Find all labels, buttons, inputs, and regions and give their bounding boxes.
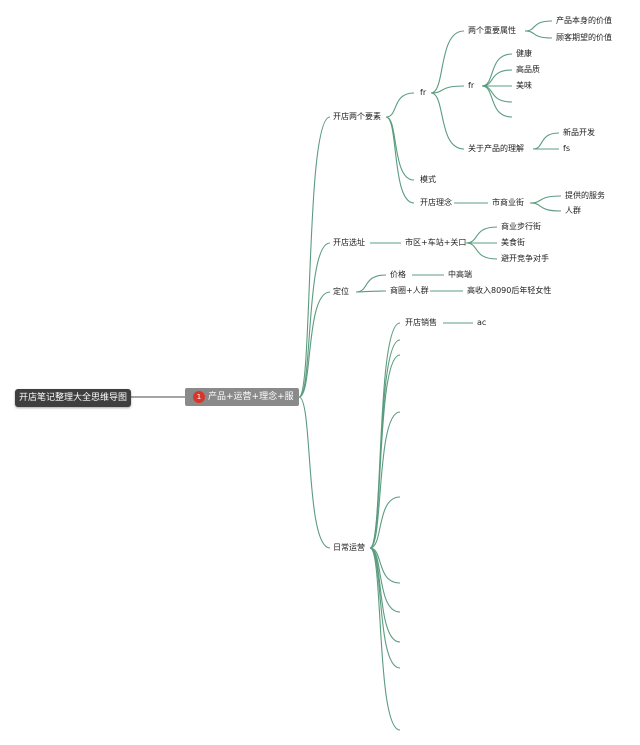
connector-two-attrs bbox=[430, 30, 465, 94]
connector-price bbox=[355, 274, 387, 293]
main-topic-node[interactable]: 1 产品+运营+理念+服务 bbox=[185, 388, 299, 420]
branch-daily-operation[interactable]: 日常运营 bbox=[333, 543, 365, 552]
node-circle-crowd[interactable]: 商圈+人群 bbox=[390, 286, 429, 295]
node-about-product[interactable]: 关于产品的理解 bbox=[468, 144, 524, 153]
priority-badge-icon: 1 bbox=[193, 391, 205, 403]
connector-avoid bbox=[465, 242, 498, 260]
connector-operation-3 bbox=[369, 354, 401, 549]
connector-customer-value bbox=[524, 30, 553, 39]
branch-positioning[interactable]: 定位 bbox=[333, 287, 349, 296]
connector-blank-2 bbox=[481, 85, 513, 118]
node-fs[interactable]: fs bbox=[563, 144, 570, 153]
node-pedestrian-street[interactable]: 商业步行街 bbox=[501, 222, 541, 231]
connector-mode bbox=[385, 116, 415, 181]
connector-service bbox=[529, 195, 562, 204]
connector-about-product bbox=[430, 92, 465, 150]
branch-shop-location[interactable]: 开店选址 bbox=[333, 238, 365, 247]
connector-fr2 bbox=[430, 85, 465, 94]
connector-operation-5 bbox=[369, 496, 401, 549]
connector-operation-10 bbox=[369, 547, 401, 731]
connector-b3 bbox=[298, 291, 331, 398]
root-node[interactable]: 开店笔记整理大全思维导图 bbox=[15, 389, 131, 407]
node-ac[interactable]: ac bbox=[477, 318, 487, 327]
main-topic-label: 产品+运营+理念+服务 bbox=[208, 392, 294, 420]
connector-product-value bbox=[524, 20, 553, 32]
connector-operation-4 bbox=[369, 411, 401, 549]
node-fr-1[interactable]: fr bbox=[420, 88, 427, 97]
node-new-product[interactable]: 新品开发 bbox=[563, 128, 595, 137]
node-location-area[interactable]: 市区+车站+关口 bbox=[405, 238, 467, 247]
node-business-street[interactable]: 市商业街 bbox=[492, 198, 524, 207]
connector-crowd bbox=[529, 202, 562, 212]
connector-philosophy bbox=[385, 116, 415, 204]
root-node-label: 开店笔记整理大全思维导图 bbox=[18, 393, 127, 403]
node-quality[interactable]: 高品质 bbox=[516, 65, 540, 74]
connector-b1 bbox=[298, 116, 331, 398]
connector-circle-crowd bbox=[355, 290, 387, 293]
connector-operation-1 bbox=[369, 322, 401, 549]
node-customer-value[interactable]: 顾客期望的价值 bbox=[556, 33, 612, 42]
connector-fr1 bbox=[385, 92, 415, 118]
node-two-attributes[interactable]: 两个重要属性 bbox=[468, 26, 516, 35]
connector-operation-9 bbox=[369, 547, 401, 669]
node-product-value[interactable]: 产品本身的价值 bbox=[556, 16, 612, 25]
connector-blank-1 bbox=[481, 85, 513, 103]
connector-new-product bbox=[532, 132, 560, 150]
node-price[interactable]: 价格 bbox=[390, 270, 406, 279]
node-high-income[interactable]: 高收入8090后年轻女性 bbox=[467, 286, 552, 295]
connector-pedestrian bbox=[465, 226, 498, 244]
node-philosophy[interactable]: 开店理念 bbox=[420, 198, 452, 207]
node-mode[interactable]: 模式 bbox=[420, 175, 436, 184]
node-mid-high[interactable]: 中高端 bbox=[448, 270, 472, 279]
node-service[interactable]: 提供的服务 bbox=[565, 191, 605, 200]
connector-b2 bbox=[298, 242, 331, 398]
node-avoid-competition[interactable]: 避开竞争对手 bbox=[501, 254, 549, 263]
node-opening-sales[interactable]: 开店销售 bbox=[405, 318, 437, 327]
node-health[interactable]: 健康 bbox=[516, 49, 532, 58]
branch-shop-elements[interactable]: 开店两个要素 bbox=[333, 112, 381, 121]
node-taste[interactable]: 美味 bbox=[516, 81, 532, 90]
connector-b4 bbox=[298, 396, 331, 549]
node-fr-2[interactable]: fr bbox=[468, 81, 475, 90]
node-food-street[interactable]: 美食街 bbox=[501, 238, 525, 247]
node-crowd[interactable]: 人群 bbox=[565, 206, 581, 215]
